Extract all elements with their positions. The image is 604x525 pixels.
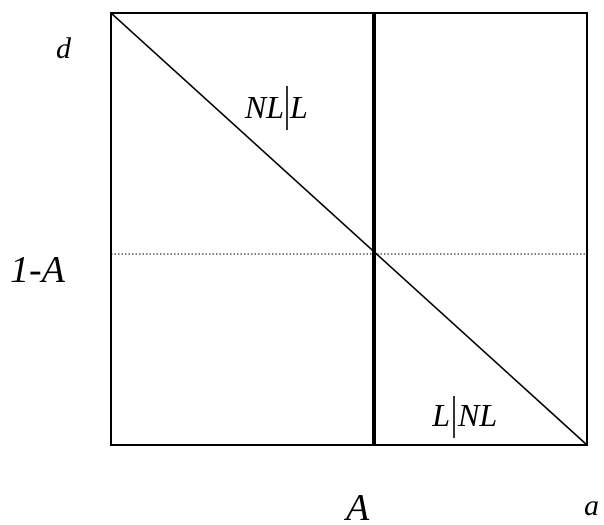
lower-region-left-text: L [431,397,450,433]
upper-region-right-text: L [289,89,308,125]
x-axis-label: a [584,489,599,522]
upper-region-label: NL L [244,86,308,130]
diagonal-line [110,12,588,446]
x-threshold-label: A [343,487,370,525]
y-threshold-label: 1-A [10,249,66,291]
upper-region-left-text: NL [244,89,284,125]
lower-region-label: L NL [431,396,497,438]
lower-region-right-text: NL [457,397,497,433]
outer-square [110,12,588,446]
y-axis-label: d [56,32,72,65]
